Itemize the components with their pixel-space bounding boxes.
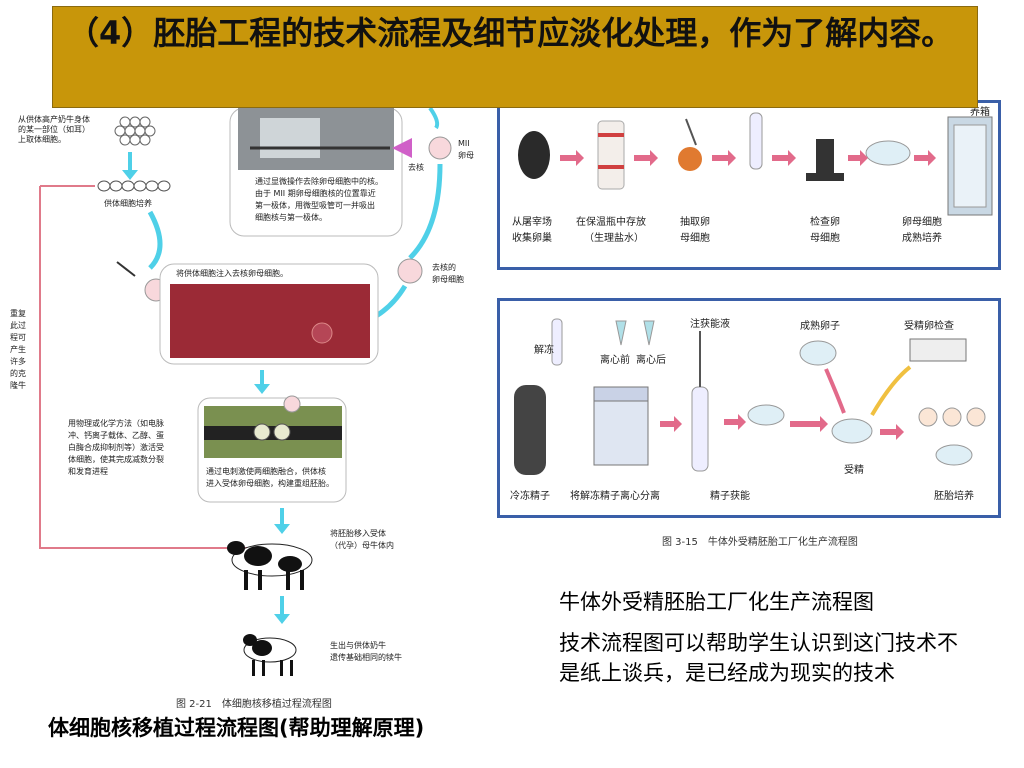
enucleate-note-4: 细胞核与第一极体。 xyxy=(255,212,327,222)
right-figure-caption: 图 3-15 牛体外受精胚胎工厂化生产流程图 xyxy=(662,537,858,548)
rb-capacitation: 精子获能 xyxy=(710,489,750,502)
source-text-3: 上取体细胞。 xyxy=(18,134,66,144)
side-note-4: 产生 xyxy=(10,344,26,354)
side-note-1: 重复 xyxy=(10,308,26,318)
side-note-2: 此过 xyxy=(10,320,26,330)
enucleate-note-1: 通过显微操作去除卵母细胞中的核。 xyxy=(255,176,383,186)
enucleated-1: 去核的 xyxy=(432,262,456,272)
explanation-paragraph: 技术流程图可以帮助学生认识到这门技术不是纸上谈兵，是已经成为现实的技术 xyxy=(559,631,958,685)
enucleated-2: 卵母细胞 xyxy=(432,274,464,284)
rt-label-2a: 在保温瓶中存放 xyxy=(576,215,646,228)
rt-label-1b: 收集卵巢 xyxy=(512,231,552,244)
electro-1: 通过电刺激使两细胞融合，供体核 xyxy=(206,466,326,476)
cow-surrogate-image xyxy=(227,541,313,590)
birth-2: 遗传基础相同的犊牛 xyxy=(330,652,402,662)
side-note-3: 程可 xyxy=(10,333,26,342)
rt-label-3b: 母细胞 xyxy=(680,231,710,244)
calf-image xyxy=(243,634,297,676)
fusion-5: 和发育进程 xyxy=(68,466,108,476)
remove-label: 去核 xyxy=(408,162,424,172)
ivf-top-panel: 养箱 从屠宰场 收集卵巢 在保温瓶中存放 （生理盐水） 抽取卵 母细胞 检查卵 … xyxy=(497,100,1001,270)
fusion-1: 用物理或化学方法（如电脉 xyxy=(68,418,164,428)
rb-centrifuge: 将解冻精子离心分离 xyxy=(570,489,660,502)
rt-label-3a: 抽取卵 xyxy=(680,215,710,228)
rt-label-1a: 从屠宰场 xyxy=(512,215,552,228)
nuclear-transfer-flowchart: 从供体高产奶牛身体 的某一部位（如耳） 上取体细胞。 供体细胞培养 通过显微操作… xyxy=(0,106,486,718)
incubator-corner: 养箱 xyxy=(970,105,990,118)
rb-thaw: 解冻 xyxy=(534,343,554,356)
rb-frozen-sperm: 冷冻精子 xyxy=(510,489,550,502)
enucleate-note-3: 第一极体，用微型吸管可一并吸出 xyxy=(255,200,375,210)
side-note-5: 许多 xyxy=(10,356,26,366)
rt-label-5a: 卵母细胞 xyxy=(902,215,942,228)
rt-label-2b: （生理盐水） xyxy=(584,231,644,244)
source-text-2: 的某一部位（如耳） xyxy=(18,124,90,134)
side-note-7: 隆牛 xyxy=(10,380,26,390)
rb-before: 离心前 xyxy=(600,353,630,366)
source-text-1: 从供体高产奶牛身体 xyxy=(18,114,90,124)
culture-label: 供体细胞培养 xyxy=(104,198,152,208)
rt-label-4a: 检查卵 xyxy=(810,215,840,228)
inject-label: 将供体细胞注入去核卵母细胞。 xyxy=(176,268,288,278)
fusion-3: 白酶合成抑制剂等）激活受 xyxy=(68,442,164,452)
rb-embryo-culture: 胚胎培养 xyxy=(934,489,974,502)
electro-2: 进入受体卵母细胞，构建重组胚胎。 xyxy=(206,478,334,488)
rb-mature-egg: 成熟卵子 xyxy=(800,319,840,332)
left-figure-caption: 图 2-21 体细胞核移植过程流程图 xyxy=(176,699,332,710)
fusion-2: 冲、钙离子载体、乙醇、蛋 xyxy=(68,430,164,440)
transfer-1: 将胚胎移入受体 xyxy=(330,528,386,538)
birth-1: 生出与供体奶牛 xyxy=(330,640,386,650)
enucleate-note-2: 由于 MII 期卵母细胞核的位置靠近 xyxy=(255,188,376,198)
fusion-4: 体细胞，使其完成减数分裂 xyxy=(68,454,164,464)
side-note-6: 的克 xyxy=(10,368,26,378)
rb-inject-capacitation: 注获能液 xyxy=(690,317,730,330)
mii-label: MII xyxy=(458,139,470,148)
ivf-bottom-panel: 冷冻精子 解冻 离心前 离心后 将解冻精子离心分离 注获能液 精子获能 成熟卵子… xyxy=(497,298,1001,518)
rb-after: 离心后 xyxy=(636,353,666,366)
slide-title: （4）胚胎工程的技术流程及细节应淡化处理，作为了解内容。 xyxy=(52,6,978,108)
rt-label-5b: 成熟培养 xyxy=(902,231,942,244)
transfer-2: （代孕）母牛体内 xyxy=(330,540,394,550)
oocyte-label: 卵母 xyxy=(458,150,474,160)
left-caption: 体细胞核移植过程流程图(帮助理解原理) xyxy=(48,716,425,740)
rb-check: 受精卵检查 xyxy=(904,319,954,332)
rt-label-4b: 母细胞 xyxy=(810,231,840,244)
right-caption: 牛体外受精胚胎工厂化生产流程图 xyxy=(559,590,874,614)
rb-fertilize: 受精 xyxy=(844,463,864,476)
